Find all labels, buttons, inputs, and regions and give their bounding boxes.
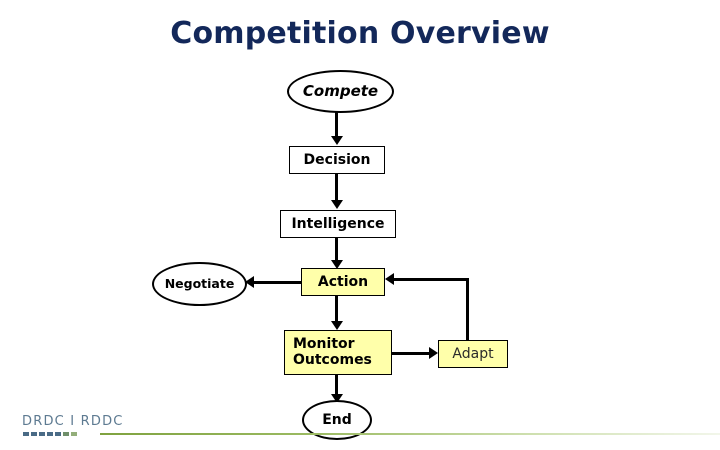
- edge-compete-decision-line: [335, 112, 338, 138]
- node-negotiate[interactable]: Negotiate: [152, 262, 247, 306]
- node-compete[interactable]: Compete: [287, 70, 394, 113]
- footer-divider: [100, 433, 720, 435]
- node-monitor-outcomes[interactable]: Monitor Outcomes: [284, 330, 392, 375]
- edge-intelligence-action-arrowhead: [331, 260, 343, 269]
- edge-action-monitor-line: [335, 296, 338, 324]
- node-monitor-outcomes-label-line1: Monitor: [293, 336, 355, 352]
- drdc-logo-dashes-icon: [23, 432, 77, 436]
- node-negotiate-label: Negotiate: [164, 275, 235, 291]
- node-monitor-outcomes-label-line2: Outcomes: [293, 352, 372, 369]
- node-end-label: End: [322, 411, 352, 428]
- node-action[interactable]: Action: [301, 268, 385, 296]
- edge-monitor-end-line: [335, 375, 338, 398]
- edge-monitor-end-arrowhead: [331, 394, 343, 403]
- edge-action-monitor-arrowhead: [331, 321, 343, 330]
- node-decision-label: Decision: [303, 151, 371, 168]
- edge-monitor-adapt-arrowhead: [429, 347, 438, 359]
- edge-adapt-action-horizontal: [394, 278, 469, 281]
- node-action-label: Action: [317, 273, 369, 290]
- node-intelligence[interactable]: Intelligence: [280, 210, 396, 238]
- edge-decision-intelligence-line: [335, 174, 338, 202]
- page-title: Competition Overview: [170, 16, 550, 51]
- edge-monitor-adapt-line: [392, 352, 430, 355]
- node-intelligence-label: Intelligence: [291, 215, 385, 232]
- node-compete-label: Compete: [302, 81, 379, 100]
- drdc-logo-text: DRDC I RDDC: [22, 414, 124, 429]
- edge-adapt-action-arrowhead: [385, 273, 394, 285]
- edge-adapt-action-vertical: [466, 278, 469, 340]
- node-adapt-label: Adapt: [452, 345, 494, 362]
- edge-action-negotiate-arrowhead: [245, 276, 254, 288]
- edge-action-negotiate-line: [254, 281, 302, 284]
- edge-compete-decision-arrowhead: [331, 136, 343, 145]
- drdc-logo: DRDC I RDDC: [22, 414, 147, 440]
- edge-intelligence-action-line: [335, 238, 338, 264]
- node-adapt[interactable]: Adapt: [438, 340, 508, 368]
- edge-decision-intelligence-arrowhead: [331, 200, 343, 209]
- node-decision[interactable]: Decision: [289, 146, 385, 174]
